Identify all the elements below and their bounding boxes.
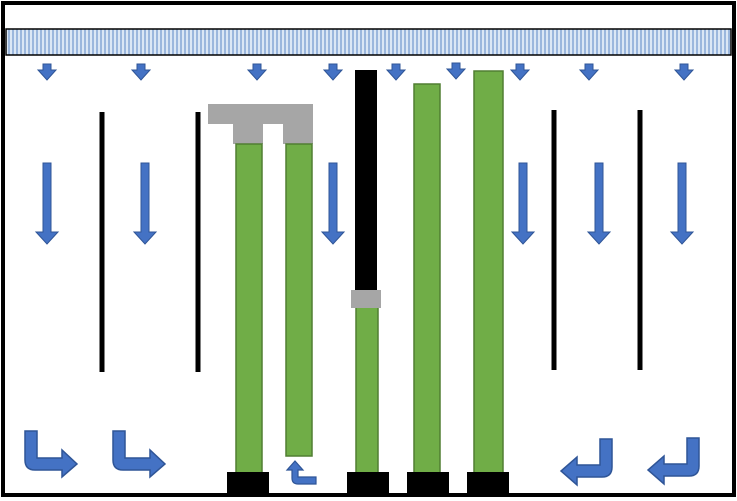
black-rod (355, 70, 377, 290)
green-column (285, 143, 313, 457)
black-base (347, 472, 389, 494)
green-column (413, 83, 441, 475)
turn-arrows (24, 430, 700, 487)
small-down-arrow (36, 63, 58, 81)
green-column (235, 143, 263, 475)
large-down-arrow (320, 162, 346, 245)
black-base (467, 472, 509, 494)
small-down-arrow (130, 63, 152, 81)
large-down-arrows (34, 162, 695, 245)
green-column (355, 305, 379, 475)
small-down-arrow (385, 63, 407, 81)
turn-left-arrow (646, 437, 700, 486)
large-down-arrow (34, 162, 60, 245)
small-down-arrow (673, 63, 695, 81)
large-down-arrow (586, 162, 612, 245)
small-down-arrow (578, 63, 600, 81)
black-base (407, 472, 449, 494)
large-down-arrow (669, 162, 695, 245)
turn-right-arrow (112, 430, 167, 479)
turn-left-arrow (559, 438, 613, 487)
gray-t-cap (208, 104, 313, 144)
green-column (473, 70, 504, 475)
black-bases (227, 472, 509, 494)
green-columns (235, 70, 504, 475)
small-turn-arrow (285, 460, 317, 485)
divider-lines (99, 110, 643, 372)
small-down-arrow (246, 63, 268, 81)
turn-right-arrow (24, 430, 79, 479)
large-down-arrow (132, 162, 158, 245)
small-down-arrow (322, 63, 344, 81)
black-base (227, 472, 269, 494)
filter-bar (5, 28, 732, 56)
small-down-arrow (509, 63, 531, 81)
small-down-arrow (445, 62, 467, 80)
large-down-arrow (510, 162, 536, 245)
small-down-arrows (36, 62, 695, 81)
gray-collar (351, 290, 381, 308)
